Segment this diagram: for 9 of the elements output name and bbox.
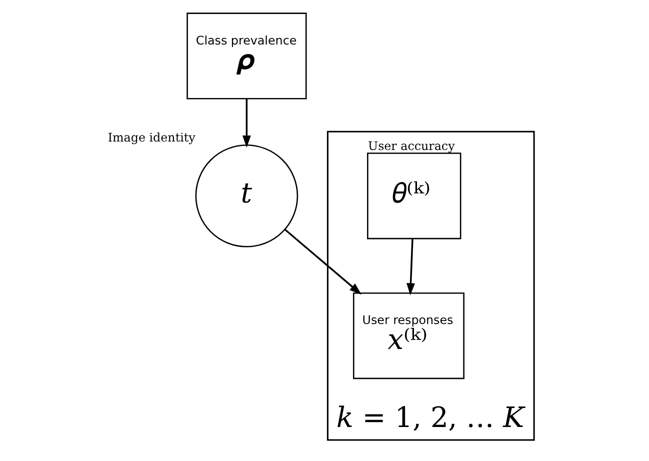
node-label: User accuracy: [368, 138, 454, 152]
arrow: [406, 238, 414, 295]
node-box: User responses 𝑥⁽ᵏ⁾: [352, 292, 464, 379]
node-label: Image identity: [107, 130, 195, 144]
node-box: Class prevalence 𝝆: [186, 12, 306, 99]
arrow: [284, 228, 362, 294]
node-circle: 𝑡: [194, 144, 298, 247]
arrow: [242, 98, 250, 148]
node-box: 𝜃⁽ᵏ⁾: [366, 152, 461, 239]
